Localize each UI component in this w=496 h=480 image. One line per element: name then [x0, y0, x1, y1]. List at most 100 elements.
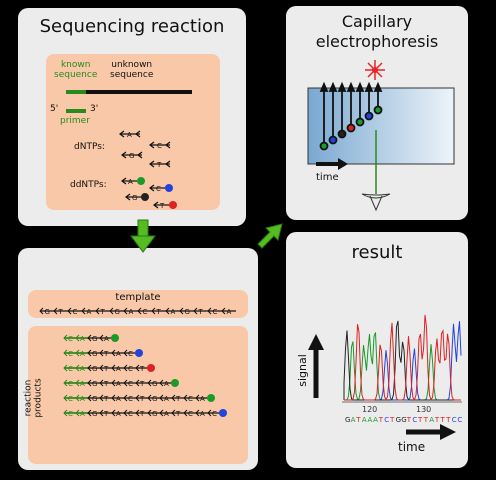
capillary-title: Capillary electrophoresis: [315, 12, 439, 51]
up-right-arrow: [257, 223, 283, 249]
three-prime-label: 3': [90, 104, 99, 114]
template-strand: [66, 90, 192, 94]
capillary-time-label: time: [316, 172, 339, 183]
ddntp-a: [121, 177, 138, 185]
template-base: C: [143, 308, 148, 316]
time-arrow: [406, 424, 456, 440]
base-call: T: [434, 416, 440, 424]
dntp-g: [121, 151, 143, 159]
svg-text:A: A: [128, 178, 133, 186]
product-base: A: [200, 410, 205, 418]
terminator-dot: [135, 349, 143, 357]
template-base: C: [73, 308, 78, 316]
product-base: A: [80, 335, 85, 343]
product-base: T: [103, 380, 109, 388]
product-base: T: [139, 365, 145, 373]
base-call: C: [412, 416, 417, 424]
ddntp-g: [125, 193, 142, 201]
product-base: G: [92, 335, 97, 343]
ddntp-t: [153, 201, 170, 209]
base-call: A: [362, 416, 367, 424]
product-base: C: [68, 410, 73, 418]
template-base: A: [171, 308, 176, 316]
five-prime-label: 5': [50, 104, 59, 114]
product-base: C: [212, 410, 217, 418]
product-base: T: [139, 395, 145, 403]
svg-text:C: C: [156, 185, 161, 193]
terminator-dot: [147, 364, 155, 372]
product-base: A: [80, 395, 85, 403]
base-call: T: [355, 416, 361, 424]
base-call: A: [373, 416, 378, 424]
time-arrow: [316, 158, 348, 170]
primer-label: primer: [60, 116, 90, 126]
dntp-c: [149, 141, 171, 149]
base-call: C: [457, 416, 462, 424]
product-base: A: [164, 410, 169, 418]
known-sequence-label: known sequence: [54, 60, 98, 80]
sequencing-reaction-panel: Sequencing reaction known sequence unkno…: [18, 8, 246, 226]
product-base: T: [139, 410, 145, 418]
base-call: T: [389, 416, 395, 424]
product-base: G: [92, 350, 97, 358]
product-base: C: [188, 410, 193, 418]
capillary-diagram: [307, 60, 455, 212]
template-base: T: [156, 308, 162, 316]
ddntp-t-dot: [169, 201, 177, 209]
template-base: T: [100, 308, 106, 316]
template-base: G: [185, 308, 190, 316]
product-base: C: [188, 395, 193, 403]
terminator-dot: [207, 394, 215, 402]
template-base: A: [129, 308, 134, 316]
result-title: result: [351, 242, 403, 263]
product-base: A: [116, 365, 121, 373]
template-base: T: [58, 308, 64, 316]
product-base: G: [92, 365, 97, 373]
signal-traces: [343, 314, 462, 401]
sequencing-box: known sequence unknown sequence 5' 3' pr…: [46, 54, 220, 210]
template-label: template: [115, 292, 161, 303]
detector-cone: [361, 193, 391, 212]
fragment-dot: [319, 141, 329, 151]
product-base: C: [128, 380, 133, 388]
svg-text:C: C: [157, 142, 162, 150]
dntp-t: [149, 160, 171, 168]
base-call: T: [445, 416, 451, 424]
product-base: A: [116, 410, 121, 418]
template-base: G: [115, 308, 120, 316]
product-base: A: [164, 380, 169, 388]
base-call: G: [396, 416, 401, 424]
product-base: G: [92, 380, 97, 388]
result-time-label: time: [398, 440, 426, 454]
ddntp-c-dot: [165, 184, 173, 192]
product-base: G: [152, 395, 157, 403]
template-base: T: [198, 308, 204, 316]
product-base: A: [164, 395, 169, 403]
terminator-dot: [111, 334, 119, 342]
ddntp-g-dot: [141, 193, 149, 201]
base-call: T: [406, 416, 412, 424]
product-base: A: [80, 350, 85, 358]
signal-label: signal: [295, 354, 309, 387]
base-call: A: [429, 416, 434, 424]
nucleotide-glyphs: A C G T A C: [119, 130, 177, 210]
product-base: T: [103, 350, 109, 358]
base-call: C: [452, 416, 457, 424]
svg-text:A: A: [127, 131, 132, 139]
product-base: G: [152, 380, 157, 388]
product-base: C: [68, 350, 73, 358]
product-base: A: [116, 350, 121, 358]
product-base: A: [116, 380, 121, 388]
ddntp-c: [149, 184, 166, 192]
product-base: G: [152, 410, 157, 418]
product-base: T: [175, 410, 181, 418]
svg-text:T: T: [159, 202, 165, 210]
